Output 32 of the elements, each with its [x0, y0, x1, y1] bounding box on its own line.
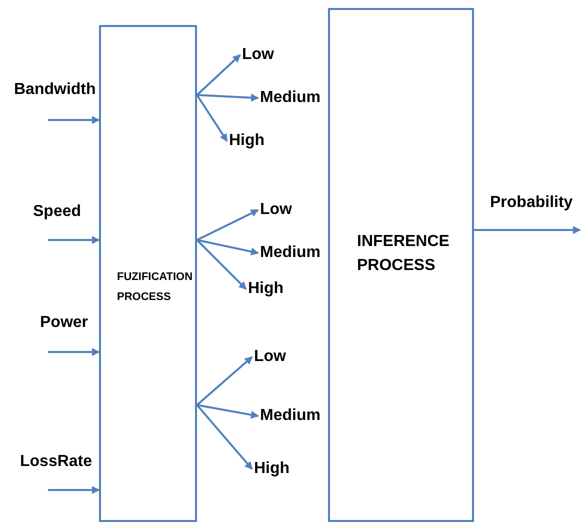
box-title: FUZIFICATION PROCESS	[117, 270, 194, 305]
level-label: Medium	[260, 88, 320, 108]
arrow	[474, 226, 581, 234]
arrow	[196, 94, 228, 142]
arrow	[48, 116, 100, 124]
box-title: INFERENCE PROCESS	[357, 232, 450, 276]
level-label: Low	[260, 200, 292, 220]
input-label: Power	[40, 313, 88, 333]
level-label: Low	[254, 347, 286, 367]
process-box	[99, 25, 197, 522]
arrow	[48, 348, 100, 356]
level-label: Medium	[260, 406, 320, 426]
input-label: Speed	[33, 202, 82, 222]
process-box	[328, 8, 474, 522]
arrow	[196, 239, 259, 256]
arrow	[196, 54, 241, 96]
arrow	[48, 236, 100, 244]
arrow	[196, 356, 253, 406]
level-label: Medium	[260, 243, 320, 263]
arrow	[196, 209, 259, 241]
arrow	[48, 486, 100, 494]
arrow	[196, 404, 253, 470]
arrow	[196, 404, 259, 419]
level-label: High	[254, 459, 290, 479]
level-label: High	[248, 279, 284, 299]
level-label: Low	[242, 45, 274, 65]
arrow	[196, 94, 259, 102]
output-label: Probability	[490, 193, 573, 213]
input-label: Bandwidth	[14, 80, 96, 100]
input-label: LossRate	[20, 452, 92, 472]
arrow	[196, 239, 247, 290]
level-label: High	[229, 131, 265, 151]
